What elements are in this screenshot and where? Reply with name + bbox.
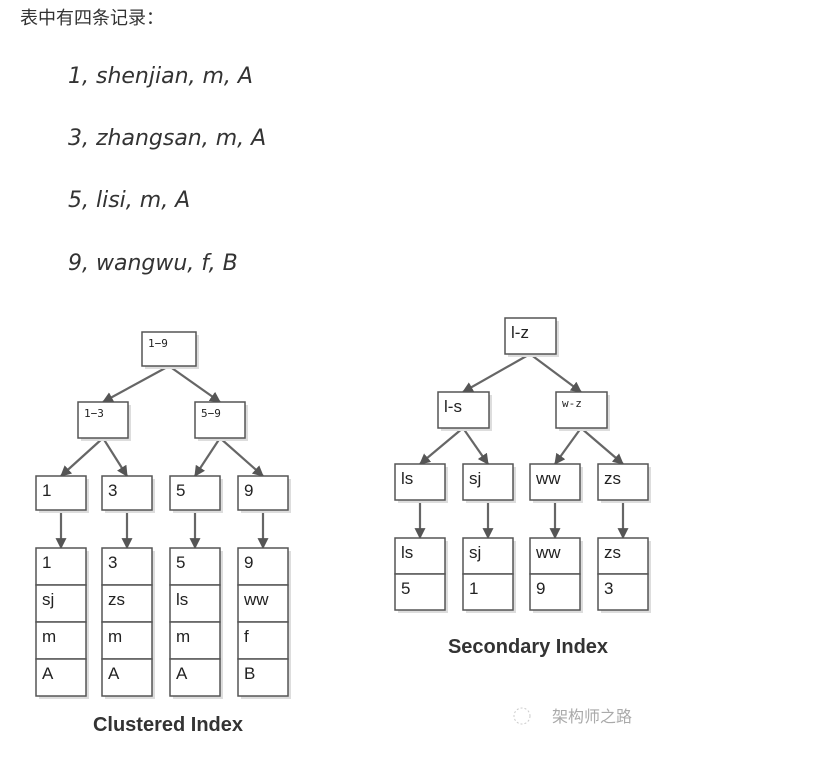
- secondary-internal-node: w-z: [555, 391, 610, 431]
- clustered-leaf-cell: sj: [35, 584, 89, 625]
- clustered-index-title: Clustered Index: [93, 714, 243, 736]
- secondary-leaf-cell: 1: [462, 573, 516, 613]
- clustered-leaf-cell-label: f: [244, 627, 249, 646]
- clustered-root-node-label: 1−9: [148, 337, 168, 350]
- secondary-leaf-cell-label: sj: [469, 543, 481, 562]
- clustered-leaf-cell-label: A: [108, 664, 120, 683]
- secondary-leaf-cell-label: ls: [401, 543, 413, 562]
- clustered-leaf-cell: f: [237, 621, 291, 662]
- secondary-key-node-label: ls: [401, 469, 413, 488]
- clustered-internal-node-label: 5−9: [201, 407, 221, 420]
- svg-text:架构师之路: 架构师之路: [552, 707, 632, 726]
- secondary-leaf-cell: ww: [529, 537, 583, 577]
- record-4: 9, wangwu, f, B: [68, 251, 238, 276]
- arrow: [462, 427, 489, 465]
- clustered-leaf-cell: m: [101, 621, 155, 662]
- intro-text: 表中有四条记录：: [20, 8, 164, 29]
- secondary-leaf-cell-label: 1: [469, 579, 478, 598]
- secondary-key-node: zs: [597, 463, 651, 503]
- secondary-leaf-cell: sj: [462, 537, 516, 577]
- record-3: 5, lisi, m, A: [68, 188, 191, 213]
- clustered-leaf-cell-label: m: [108, 627, 122, 646]
- clustered-internal-node: 5−9: [194, 401, 248, 441]
- arrow: [529, 353, 582, 393]
- record-1: 1, shenjian, m, A: [68, 64, 253, 89]
- clustered-leaf-cell: A: [101, 658, 155, 699]
- secondary-index-title: Secondary Index: [448, 636, 608, 658]
- secondary-leaf-cell: 3: [597, 573, 651, 613]
- secondary-key-node-label: sj: [469, 469, 481, 488]
- clustered-key-node: 1: [35, 475, 89, 513]
- arrow: [219, 437, 264, 477]
- clustered-internal-node: 1−3: [77, 401, 131, 441]
- clustered-leaf-cell-label: A: [42, 664, 54, 683]
- clustered-leaf-cell-label: 9: [244, 553, 253, 572]
- watermark: 架构师之路: [513, 707, 632, 726]
- arrow: [102, 437, 128, 477]
- clustered-root-node: 1−9: [141, 331, 199, 369]
- secondary-key-node: sj: [462, 463, 516, 503]
- clustered-leaf-cell-label: 1: [42, 553, 51, 572]
- clustered-leaf-cell: 9: [237, 547, 291, 588]
- record-2: 3, zhangsan, m, A: [68, 126, 267, 151]
- clustered-leaf-cell-label: ww: [243, 590, 269, 609]
- secondary-root-node: l-z: [504, 317, 559, 357]
- clustered-leaf-cell: m: [169, 621, 223, 662]
- secondary-internal-node: l-s: [437, 391, 492, 431]
- arrow: [554, 427, 582, 465]
- secondary-leaf-cell-label: 5: [401, 579, 410, 598]
- clustered-leaf-cell: ls: [169, 584, 223, 625]
- arrow: [168, 365, 221, 403]
- secondary-leaf-cell: zs: [597, 537, 651, 577]
- clustered-key-node-label: 5: [176, 481, 185, 500]
- clustered-leaf-cell-label: m: [176, 627, 190, 646]
- clustered-leaf-cell-label: B: [244, 664, 255, 683]
- clustered-key-node: 3: [101, 475, 155, 513]
- clustered-leaf-cell-label: zs: [108, 590, 125, 609]
- clustered-leaf-cell-label: ls: [176, 590, 188, 609]
- clustered-leaf-cell-label: sj: [42, 590, 54, 609]
- secondary-key-node-label: ww: [535, 469, 561, 488]
- secondary-key-node-label: zs: [604, 469, 621, 488]
- arrow: [419, 427, 464, 465]
- clustered-leaf-cell-label: A: [176, 664, 188, 683]
- clustered-leaf-cell-label: 3: [108, 553, 117, 572]
- clustered-key-node: 5: [169, 475, 223, 513]
- clustered-leaf-cell: 1: [35, 547, 89, 588]
- clustered-key-node-label: 9: [244, 481, 253, 500]
- clustered-internal-node-label: 1−3: [84, 407, 104, 420]
- secondary-leaf-cell: ls: [394, 537, 448, 577]
- arrow: [60, 437, 104, 477]
- secondary-internal-node-label: w-z: [562, 397, 582, 410]
- arrow: [580, 427, 624, 465]
- clustered-leaf-cell: 3: [101, 547, 155, 588]
- arrow: [194, 437, 221, 477]
- secondary-leaf-cell: 5: [394, 573, 448, 613]
- tree-edges: [55, 353, 629, 550]
- clustered-leaf-cell-label: m: [42, 627, 56, 646]
- secondary-internal-node-label: l-s: [444, 397, 462, 416]
- secondary-leaf-cell-label: zs: [604, 543, 621, 562]
- secondary-root-node-label: l-z: [511, 323, 529, 342]
- secondary-leaf-cell: 9: [529, 573, 583, 613]
- clustered-key-node-label: 1: [42, 481, 51, 500]
- arrow: [462, 353, 531, 393]
- clustered-leaf-cell: B: [237, 658, 291, 699]
- clustered-key-node-label: 3: [108, 481, 117, 500]
- clustered-leaf-cell: zs: [101, 584, 155, 625]
- clustered-leaf-cell: 5: [169, 547, 223, 588]
- secondary-leaf-cell-label: 9: [536, 579, 545, 598]
- arrow: [102, 365, 170, 403]
- clustered-leaf-cell: A: [169, 658, 223, 699]
- secondary-leaf-cell-label: ww: [535, 543, 561, 562]
- secondary-key-node: ww: [529, 463, 583, 503]
- clustered-leaf-cell: ww: [237, 584, 291, 625]
- secondary-leaf-cell-label: 3: [604, 579, 613, 598]
- clustered-leaf-cell: m: [35, 621, 89, 662]
- secondary-key-node: ls: [394, 463, 448, 503]
- clustered-leaf-cell: A: [35, 658, 89, 699]
- clustered-key-node: 9: [237, 475, 291, 513]
- clustered-leaf-cell-label: 5: [176, 553, 185, 572]
